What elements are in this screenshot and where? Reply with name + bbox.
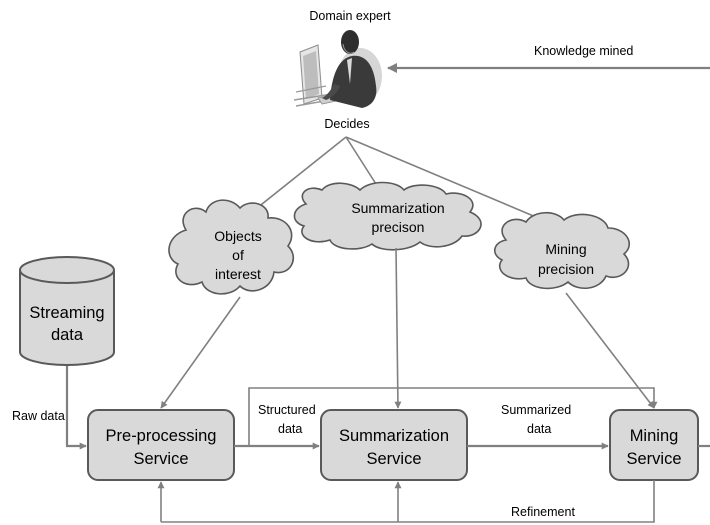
- preprocessing-service-box: Pre-processing Service: [87, 409, 235, 481]
- summarization-service-line-1: Summarization: [339, 427, 449, 445]
- structured-data-label-1: Structured: [258, 403, 316, 417]
- objects-cloud-line-2: of: [232, 247, 244, 263]
- streaming-data-line-1: Streaming: [29, 304, 104, 322]
- summarization-service-line-2: Service: [366, 450, 421, 468]
- preprocessing-line-2: Service: [133, 450, 188, 468]
- refinement-label: Refinement: [511, 505, 575, 519]
- mining-service-line-1: Mining: [630, 427, 679, 445]
- mining-service-box: Mining Service: [609, 409, 699, 481]
- summarization-cloud-line-1: Summarization: [351, 200, 444, 216]
- mining-cloud-line-2: precision: [538, 261, 594, 277]
- mining-cloud-line-1: Mining: [545, 241, 586, 257]
- expert-label: Domain expert: [309, 9, 391, 23]
- objects-of-interest-cloud: Objects of interest: [168, 199, 294, 295]
- raw-data-label: Raw data: [12, 409, 65, 423]
- summarized-data-label-2: data: [527, 422, 551, 436]
- raw-data-arrow: [65, 366, 87, 450]
- streaming-data-line-2: data: [51, 326, 84, 344]
- mining-service-line-2: Service: [626, 450, 681, 468]
- summarization-cloud-line-2: precison: [372, 219, 425, 235]
- preprocessing-line-1: Pre-processing: [106, 427, 217, 445]
- objects-cloud-line-1: Objects: [214, 228, 261, 244]
- streaming-data-store: Streaming data: [19, 256, 115, 366]
- structured-data-label-2: data: [278, 422, 302, 436]
- knowledge-mined-label: Knowledge mined: [534, 44, 633, 58]
- refinement-loop-line: [161, 480, 655, 523]
- objects-cloud-line-3: interest: [215, 266, 261, 282]
- summarization-precision-to-service-arrow: [394, 247, 402, 409]
- decides-to-mining-arrow: [345, 136, 563, 229]
- mining-precision-cloud: Mining precision: [494, 211, 630, 290]
- summarization-precision-cloud: Summarization precison: [293, 181, 482, 251]
- mining-precision-to-service-arrow: [565, 292, 655, 409]
- person-at-computer-icon: [293, 30, 382, 108]
- summarized-data-label-1: Summarized: [501, 403, 571, 417]
- preprocessing-to-mining-bypass-arrow: [248, 387, 658, 446]
- decides-label: Decides: [324, 117, 369, 131]
- objects-to-preprocessing-arrow: [160, 296, 241, 409]
- summarization-service-box: Summarization Service: [320, 409, 468, 481]
